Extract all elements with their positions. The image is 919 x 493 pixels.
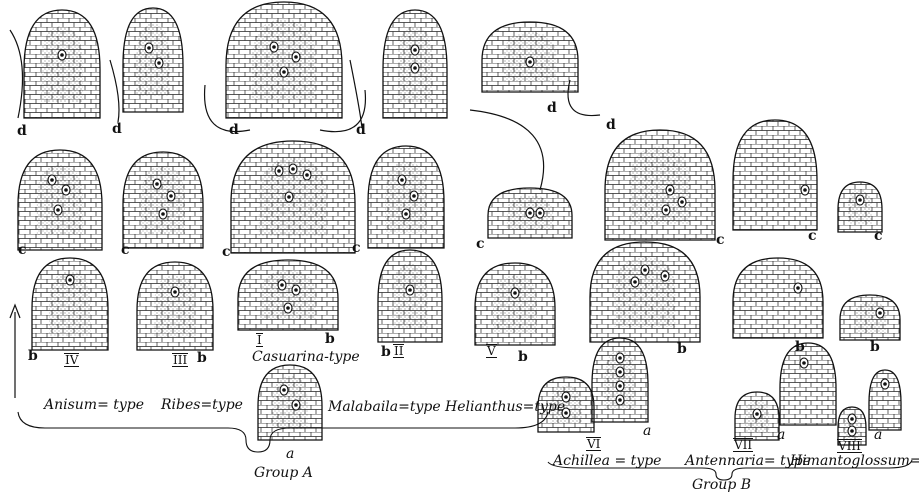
label-c-3: c <box>222 245 231 259</box>
ovule-c-3 <box>231 141 355 253</box>
label-c-1: c <box>18 243 27 257</box>
numeral-iv: IV <box>64 353 79 367</box>
label-a-1: a <box>286 447 294 461</box>
ovule-a-3 <box>592 338 648 422</box>
ovule-d-5 <box>482 22 578 92</box>
label-d-2: d <box>112 122 122 136</box>
numeral-vii: VII <box>733 438 753 452</box>
ovule-c-7 <box>733 120 817 230</box>
type-helianthus: Helianthus=type <box>445 400 565 414</box>
label-c-7: c <box>808 229 817 243</box>
label-b-4: b <box>381 345 391 359</box>
ovule-b-3 <box>238 260 338 330</box>
group-a-caption: Group A <box>254 466 313 480</box>
numeral-i: I <box>256 333 263 347</box>
ovule-c-6 <box>605 130 715 240</box>
ovule-c-1 <box>18 150 102 250</box>
label-b-3: b <box>325 332 335 346</box>
label-c-8: c <box>874 229 883 243</box>
group-b-caption: Group B <box>692 478 751 492</box>
type-casuarina: Casuarina-type <box>252 350 360 364</box>
ovule-c-5 <box>488 188 572 238</box>
ovule-d-2 <box>123 8 183 112</box>
label-c-2: c <box>121 243 130 257</box>
label-c-4: c <box>352 241 361 255</box>
label-b-1: b <box>28 349 38 363</box>
ovule-c-8 <box>838 182 882 232</box>
ovule-b-5 <box>475 263 555 345</box>
label-d-4: d <box>356 123 366 137</box>
label-b-5: b <box>518 350 528 364</box>
ovule-d-3 <box>226 2 342 118</box>
ovule-b-1 <box>32 258 108 350</box>
label-b-2: b <box>197 351 207 365</box>
type-achillea: Achillea = type <box>553 454 661 468</box>
label-d-1: d <box>17 124 27 138</box>
ovule-a-1 <box>258 365 322 440</box>
arrow-icon <box>10 305 20 398</box>
numeral-ii: II <box>393 344 404 358</box>
ovule-b-7 <box>733 258 823 338</box>
ovule-b-4 <box>378 250 442 342</box>
type-ribes: Ribes=type <box>161 398 243 412</box>
ovule-a-4 <box>735 392 779 440</box>
label-b-8: b <box>870 340 880 354</box>
numeral-viii: VIII <box>837 439 862 453</box>
type-anisum: Anisum= type <box>44 398 144 412</box>
type-malabaila: Malabaila=type <box>328 400 441 414</box>
integument-c-5 <box>470 110 544 190</box>
label-d-3: d <box>229 123 239 137</box>
label-d-6: d <box>606 118 616 132</box>
numeral-v: V <box>486 344 497 358</box>
numeral-vi: VI <box>586 437 601 451</box>
integument-d-1 <box>10 30 23 118</box>
ovule-d-4 <box>383 10 447 118</box>
integument-d-2 <box>110 60 119 122</box>
label-c-6: c <box>716 233 725 247</box>
ovule-c-2 <box>123 152 203 248</box>
integument-d-4 <box>350 60 362 128</box>
label-a-3: a <box>777 428 785 442</box>
label-a-4: a <box>874 428 882 442</box>
ovule-b-8 <box>840 295 900 340</box>
ovule-a-7 <box>869 370 901 430</box>
ovule-b-6 <box>590 242 700 342</box>
type-himantoglossum: Himantoglossum=type <box>790 454 919 468</box>
label-a-2: a <box>643 424 651 438</box>
ovule-a-5 <box>780 343 836 425</box>
label-b-7: b <box>795 340 805 354</box>
numeral-iii: III <box>172 353 188 367</box>
ovule-b-2 <box>137 262 213 350</box>
ovule-d-1 <box>24 10 100 118</box>
label-d-5: d <box>547 101 557 115</box>
label-c-5: c <box>476 237 485 251</box>
ovule-c-4 <box>368 146 444 248</box>
label-b-6: b <box>677 342 687 356</box>
